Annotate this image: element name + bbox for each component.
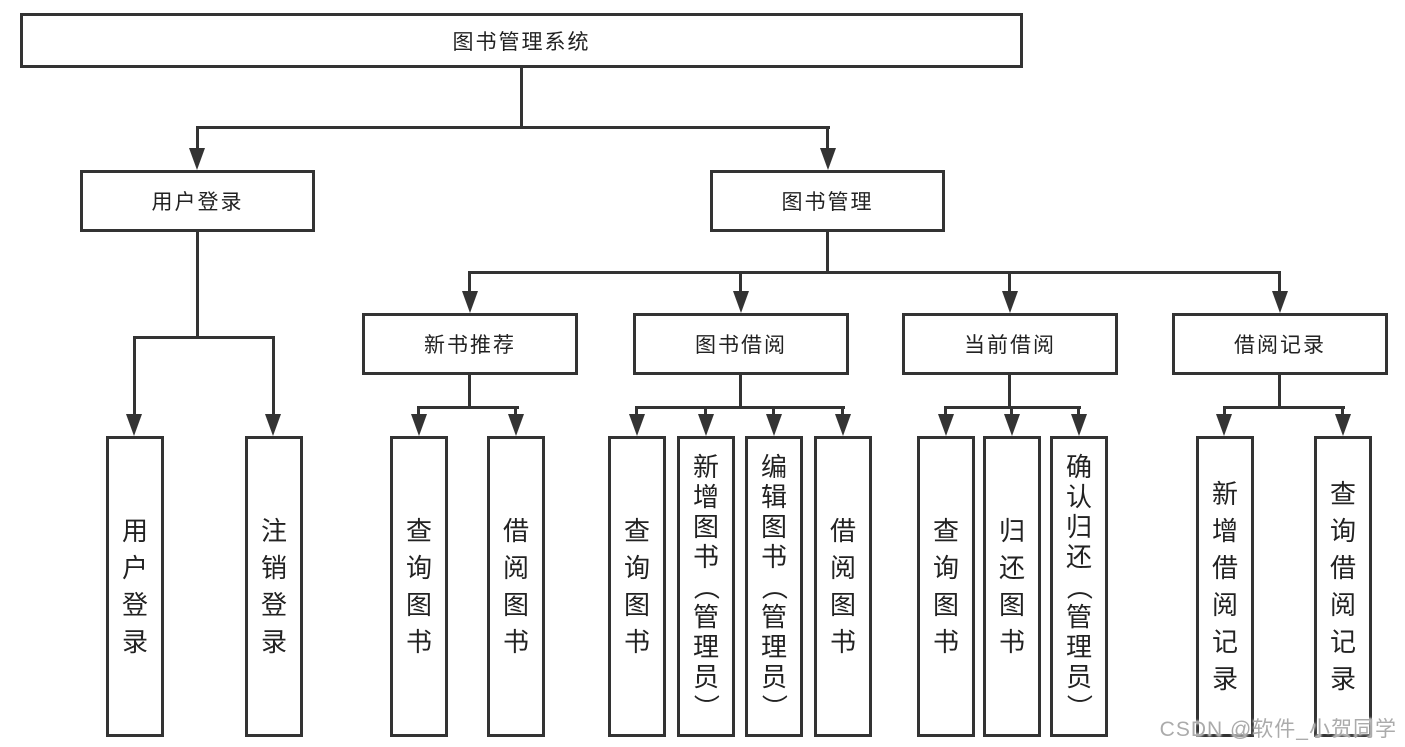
node-root: 图书管理系统	[20, 13, 1023, 68]
node-label: 借阅记录	[1234, 334, 1326, 357]
connector-line	[739, 375, 742, 409]
node-leaf-borrow-books-1: 借阅图书	[487, 436, 545, 737]
connector-line	[1010, 406, 1013, 418]
arrow-down-icon	[1071, 414, 1087, 436]
connector-line	[272, 336, 275, 418]
arrow-down-icon	[938, 414, 954, 436]
node-label: 归还图书	[998, 515, 1025, 657]
arrow-down-icon	[1216, 414, 1232, 436]
connector-line	[520, 68, 523, 126]
connector-line	[196, 126, 830, 129]
node-label: 用户登录	[151, 191, 244, 214]
node-leaf-logout: 注销登录	[245, 436, 303, 737]
node-label: 图书管理	[781, 191, 874, 214]
arrow-down-icon	[835, 414, 851, 436]
connector-line	[514, 406, 517, 418]
arrow-down-icon	[766, 414, 782, 436]
connector-line	[1278, 375, 1281, 409]
node-leaf-query-books-1: 查询图书	[390, 436, 448, 737]
node-label: 查询借阅记录	[1329, 478, 1356, 694]
arrow-down-icon	[1335, 414, 1351, 436]
node-leaf-query-books-3: 查询图书	[917, 436, 975, 737]
node-book-borrow: 图书借阅	[633, 313, 849, 375]
connector-line	[1008, 375, 1011, 409]
connector-line	[196, 232, 199, 336]
connector-line	[944, 406, 947, 418]
node-label: 注销登录	[260, 515, 287, 657]
node-label: 新增借阅记录	[1211, 478, 1238, 694]
node-book-management: 图书管理	[710, 170, 945, 232]
connector-line	[826, 232, 829, 274]
node-label: 查询图书	[623, 515, 650, 657]
connector-line	[468, 271, 1281, 274]
arrow-down-icon	[629, 414, 645, 436]
arrow-down-icon	[508, 414, 524, 436]
connector-line	[704, 406, 707, 418]
arrow-down-icon	[1004, 414, 1020, 436]
node-leaf-confirm-return-admin: 确认归还（管理员）	[1050, 436, 1108, 737]
node-root-label: 图书管理系统	[452, 30, 591, 54]
connector-line	[826, 126, 829, 152]
arrow-down-icon	[462, 291, 478, 313]
node-label: 查询图书	[405, 515, 432, 657]
connector-line	[1223, 406, 1226, 418]
connector-line	[196, 126, 199, 152]
connector-line	[635, 406, 638, 418]
arrow-down-icon	[733, 291, 749, 313]
connector-line	[739, 271, 742, 295]
node-label: 编辑图书（管理员）	[758, 451, 789, 720]
connector-line	[1341, 406, 1344, 418]
arrow-down-icon	[189, 148, 205, 170]
node-leaf-query-borrow-record: 查询借阅记录	[1314, 436, 1372, 737]
arrow-down-icon	[698, 414, 714, 436]
node-leaf-return-books: 归还图书	[983, 436, 1041, 737]
node-new-book-recommend: 新书推荐	[362, 313, 578, 375]
node-label: 新书推荐	[424, 334, 516, 357]
node-label: 当前借阅	[964, 334, 1056, 357]
connector-line	[1077, 406, 1080, 418]
csdn-watermark: CSDN @软件_小贺同学	[1159, 718, 1397, 741]
arrow-down-icon	[1272, 291, 1288, 313]
connector-line	[417, 406, 519, 409]
connector-line	[841, 406, 844, 418]
node-borrow-records: 借阅记录	[1172, 313, 1388, 375]
node-leaf-add-book-admin: 新增图书（管理员）	[677, 436, 735, 737]
connector-line	[1278, 271, 1281, 295]
connector-line	[468, 271, 471, 295]
node-label: 查询图书	[932, 515, 959, 657]
connector-line	[133, 336, 275, 339]
connector-line	[772, 406, 775, 418]
node-label: 用户登录	[121, 515, 148, 657]
connector-line	[133, 336, 136, 418]
arrow-down-icon	[265, 414, 281, 436]
connector-line	[1008, 271, 1011, 295]
arrow-down-icon	[126, 414, 142, 436]
node-label: 借阅图书	[829, 515, 856, 657]
arrow-down-icon	[820, 148, 836, 170]
node-leaf-add-borrow-record: 新增借阅记录	[1196, 436, 1254, 737]
node-label: 借阅图书	[502, 515, 529, 657]
node-leaf-borrow-books-2: 借阅图书	[814, 436, 872, 737]
connector-line	[417, 406, 420, 418]
node-label: 新增图书（管理员）	[690, 451, 721, 720]
node-leaf-query-books-2: 查询图书	[608, 436, 666, 737]
connector-line	[1223, 406, 1345, 409]
node-label: 确认归还（管理员）	[1063, 451, 1094, 720]
node-user-login-group: 用户登录	[80, 170, 315, 232]
node-leaf-user-login: 用户登录	[106, 436, 164, 737]
arrow-down-icon	[1002, 291, 1018, 313]
node-leaf-edit-book-admin: 编辑图书（管理员）	[745, 436, 803, 737]
node-label: 图书借阅	[695, 334, 787, 357]
connector-line	[635, 406, 845, 409]
connector-line	[468, 375, 471, 409]
arrow-down-icon	[411, 414, 427, 436]
node-current-borrow: 当前借阅	[902, 313, 1118, 375]
